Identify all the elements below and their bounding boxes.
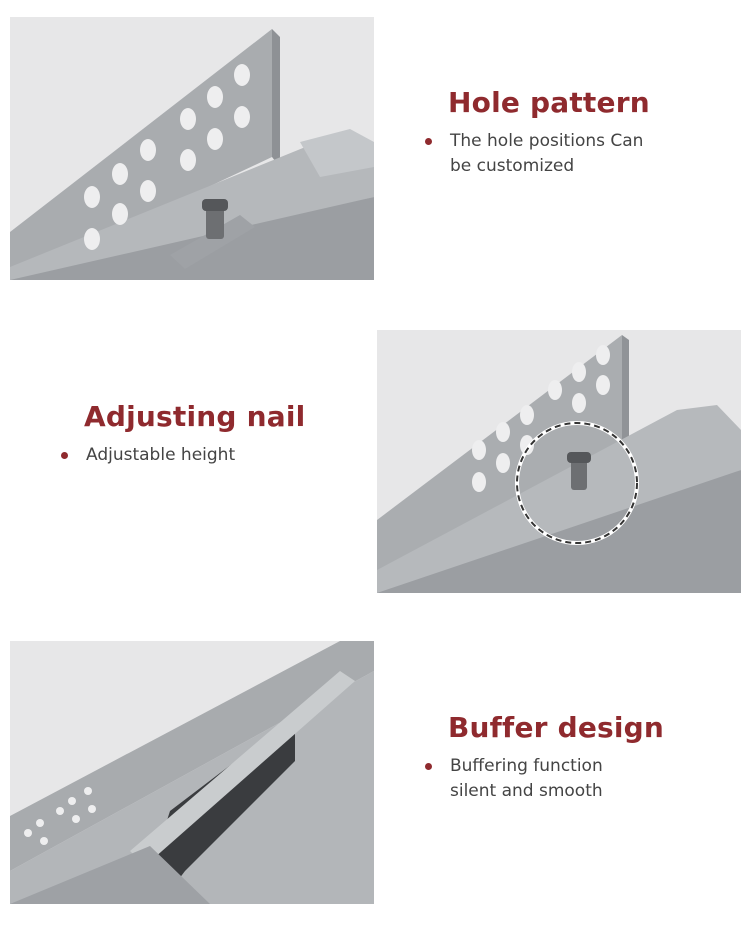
bullet-line: be customized [450, 156, 575, 176]
slide-rail-photo-3 [10, 641, 374, 904]
bullet-line: Buffering function [450, 756, 603, 776]
bullet-line: silent and smooth [450, 781, 603, 801]
hole-pattern-photo [10, 17, 374, 280]
bullet-item: Buffering function silent and smooth [425, 754, 664, 804]
bullet-item: The hole positions Can be customized [425, 129, 650, 179]
slide-rail-photo-1 [10, 17, 374, 280]
bullet-item: Adjustable height [61, 443, 305, 468]
adjusting-nail-bullets: Adjustable height [61, 443, 305, 468]
hole-pattern-bullets: The hole positions Can be customized [425, 129, 650, 179]
slide-rail-photo-2 [377, 330, 741, 593]
hole-pattern-title: Hole pattern [448, 86, 650, 119]
buffer-design-feature: Buffer design Buffering function silent … [425, 711, 664, 804]
buffer-design-bullets: Buffering function silent and smooth [425, 754, 664, 804]
hole-pattern-feature: Hole pattern The hole positions Can be c… [425, 86, 650, 179]
buffer-design-photo [10, 641, 374, 904]
adjusting-nail-photo [377, 330, 741, 593]
bullet-line: Adjustable height [86, 445, 236, 465]
buffer-design-title: Buffer design [448, 711, 665, 744]
adjusting-nail-feature: Adjusting nail Adjustable height [61, 400, 305, 468]
adjusting-nail-title: Adjusting nail [84, 400, 306, 433]
bullet-line: The hole positions Can [450, 131, 644, 151]
